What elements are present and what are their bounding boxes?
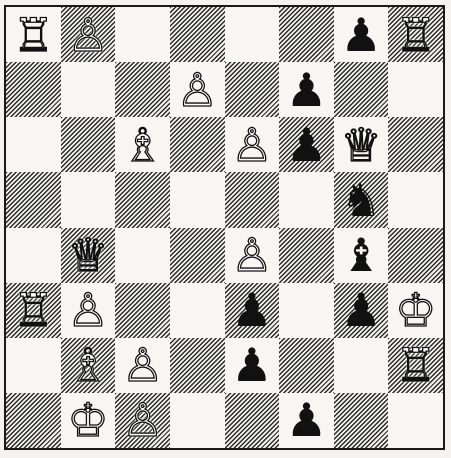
black-pawn-icon[interactable]: ♟ [340,12,381,58]
white-king-icon[interactable]: ♔ [395,287,436,333]
white-pawn-icon[interactable]: ♙ [122,397,163,443]
square-g2[interactable] [334,338,389,393]
square-e1[interactable] [225,393,280,448]
black-pawn-icon[interactable]: ♟ [231,342,272,388]
white-king-icon[interactable]: ♔ [67,397,108,443]
square-a2[interactable] [6,338,61,393]
square-e4[interactable]: ♙ [225,228,280,283]
square-b8[interactable]: ♙ [61,7,116,62]
white-pawn-icon[interactable]: ♙ [177,67,218,113]
square-f5[interactable] [279,172,334,227]
white-pawn-icon[interactable]: ♙ [67,12,108,58]
square-b4[interactable]: ♕ [61,228,116,283]
black-pawn-icon[interactable]: ♟ [286,122,327,168]
square-d8[interactable] [170,7,225,62]
square-f4[interactable] [279,228,334,283]
white-queen-icon[interactable]: ♕ [340,122,381,168]
square-a6[interactable] [6,117,61,172]
square-e6[interactable]: ♙ [225,117,280,172]
square-f7[interactable]: ♟ [279,62,334,117]
white-queen-icon[interactable]: ♕ [67,232,108,278]
square-f1[interactable]: ♟ [279,393,334,448]
square-h7[interactable] [388,62,443,117]
square-b5[interactable] [61,172,116,227]
square-e7[interactable] [225,62,280,117]
square-h4[interactable] [388,228,443,283]
square-f2[interactable] [279,338,334,393]
square-d4[interactable] [170,228,225,283]
square-h1[interactable] [388,393,443,448]
square-c4[interactable] [115,228,170,283]
square-b1[interactable]: ♔ [61,393,116,448]
white-bishop-icon[interactable]: ♗ [67,342,108,388]
square-e3[interactable]: ♟ [225,283,280,338]
square-d5[interactable] [170,172,225,227]
square-d7[interactable]: ♙ [170,62,225,117]
white-pawn-icon[interactable]: ♙ [67,287,108,333]
square-g4[interactable]: ♝ [334,228,389,283]
square-g3[interactable]: ♟ [334,283,389,338]
square-g8[interactable]: ♟ [334,7,389,62]
square-e5[interactable] [225,172,280,227]
square-c5[interactable] [115,172,170,227]
square-h6[interactable] [388,117,443,172]
square-b6[interactable] [61,117,116,172]
white-pawn-icon[interactable]: ♙ [231,232,272,278]
square-h3[interactable]: ♔ [388,283,443,338]
square-g1[interactable] [334,393,389,448]
square-b7[interactable] [61,62,116,117]
square-a1[interactable] [6,393,61,448]
square-c3[interactable] [115,283,170,338]
square-h8[interactable]: ♖ [388,7,443,62]
square-c1[interactable]: ♙ [115,393,170,448]
square-d3[interactable] [170,283,225,338]
square-d6[interactable] [170,117,225,172]
white-rook-icon[interactable]: ♖ [395,342,436,388]
square-d2[interactable] [170,338,225,393]
square-f6[interactable]: ♟ [279,117,334,172]
black-knight-icon[interactable]: ♞ [340,177,381,223]
square-a8[interactable]: ♖ [6,7,61,62]
square-c7[interactable] [115,62,170,117]
square-f8[interactable] [279,7,334,62]
square-b3[interactable]: ♙ [61,283,116,338]
square-c8[interactable] [115,7,170,62]
black-bishop-icon[interactable]: ♝ [340,232,381,278]
white-pawn-icon[interactable]: ♙ [122,342,163,388]
chessboard: ♖ ♙ ♟ ♖ ♙ ♟ ♗ ♙ ♟ ♕ ♞ ♕ ♙ ♝ ♖ ♙ ♟ ♟ ♔ ♗ ♙ ♟ ♖ ♔ ♙ ♟ [6,7,443,448]
square-a3[interactable]: ♖ [6,283,61,338]
square-a7[interactable] [6,62,61,117]
chessboard-frame: ♖ ♙ ♟ ♖ ♙ ♟ ♗ ♙ ♟ ♕ ♞ ♕ ♙ ♝ ♖ ♙ ♟ ♟ ♔ ♗ ♙ ♟ ♖ ♔ ♙ ♟ [4,5,445,450]
square-e2[interactable]: ♟ [225,338,280,393]
square-h5[interactable] [388,172,443,227]
square-a5[interactable] [6,172,61,227]
white-bishop-icon[interactable]: ♗ [122,122,163,168]
square-g5[interactable]: ♞ [334,172,389,227]
square-a4[interactable] [6,228,61,283]
square-d1[interactable] [170,393,225,448]
square-f3[interactable] [279,283,334,338]
black-pawn-icon[interactable]: ♟ [340,287,381,333]
square-c2[interactable]: ♙ [115,338,170,393]
square-g6[interactable]: ♕ [334,117,389,172]
white-pawn-icon[interactable]: ♙ [231,122,272,168]
square-h2[interactable]: ♖ [388,338,443,393]
square-e8[interactable] [225,7,280,62]
black-pawn-icon[interactable]: ♟ [286,397,327,443]
black-pawn-icon[interactable]: ♟ [286,67,327,113]
square-g7[interactable] [334,62,389,117]
white-rook-icon[interactable]: ♖ [13,12,54,58]
square-c6[interactable]: ♗ [115,117,170,172]
white-rook-icon[interactable]: ♖ [395,12,436,58]
square-b2[interactable]: ♗ [61,338,116,393]
black-pawn-icon[interactable]: ♟ [231,287,272,333]
white-rook-icon[interactable]: ♖ [13,287,54,333]
